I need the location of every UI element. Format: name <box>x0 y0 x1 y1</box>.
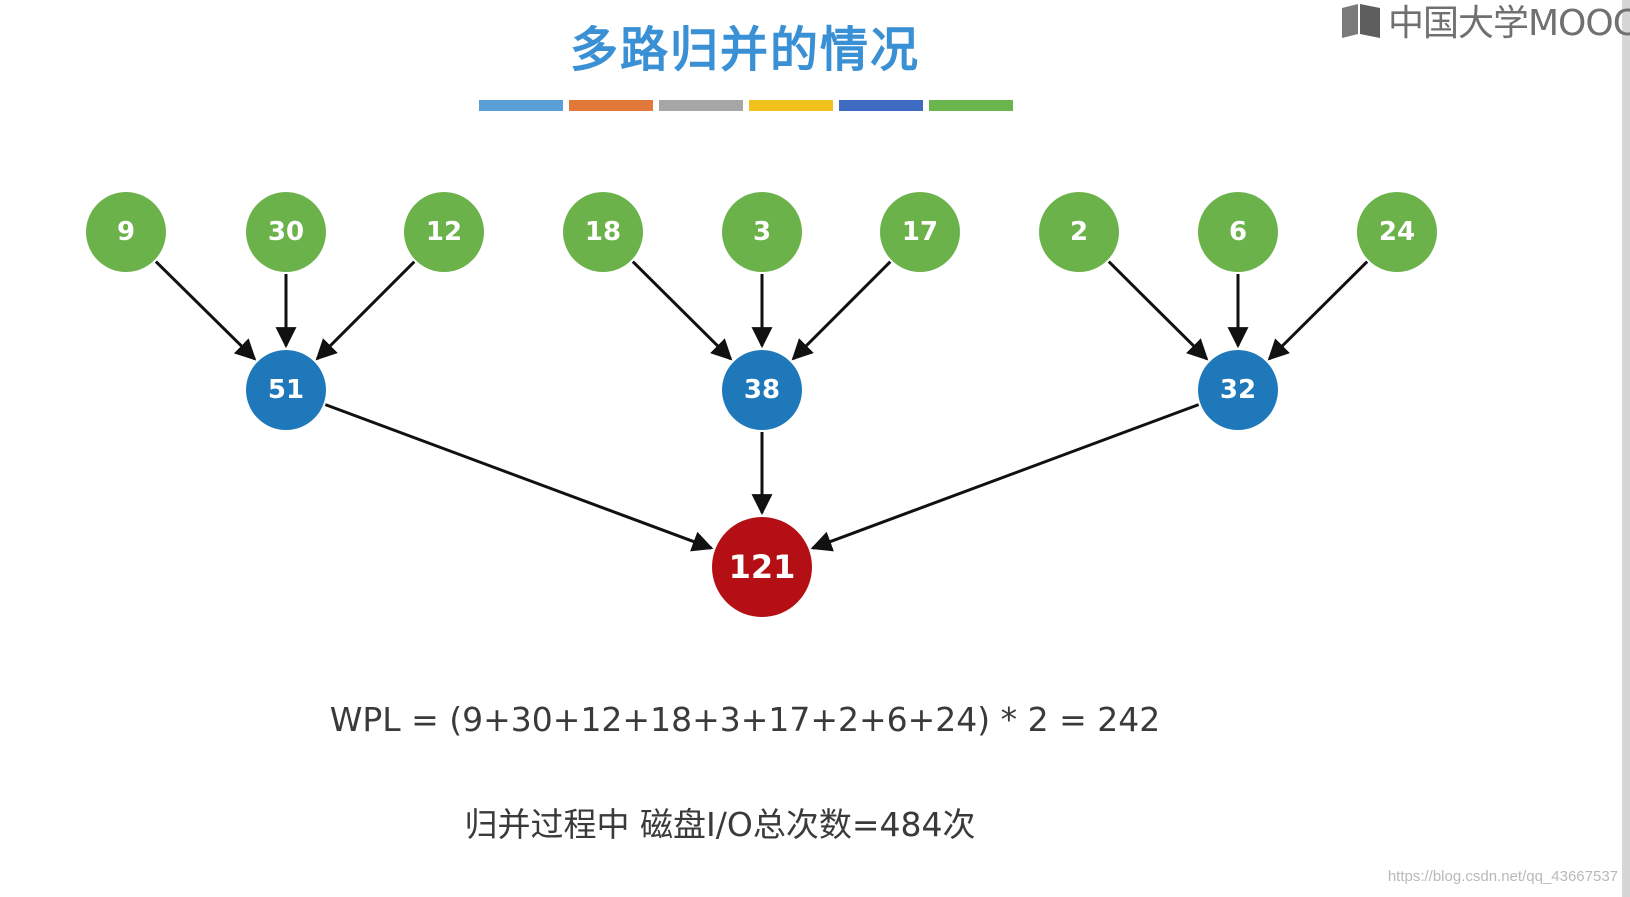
leaf-node-label: 17 <box>902 217 938 247</box>
color-bar-segment <box>659 100 743 111</box>
tree-edge-arrow <box>810 403 1200 552</box>
disk-io-note: 归并过程中 磁盘I/O总次数=484次 <box>464 805 976 844</box>
leaf-node-label: 9 <box>117 217 135 247</box>
internal-node-label: 51 <box>268 375 304 405</box>
tree-edge-arrow <box>154 260 257 361</box>
root-node-circle <box>712 517 812 617</box>
internal-node-label: 38 <box>744 375 780 405</box>
leaf-node-circle <box>1198 192 1278 272</box>
logo-text: 中国大学MOOC <box>1388 3 1630 44</box>
tree-edge-arrow <box>791 260 892 361</box>
root-node-label: 121 <box>729 548 796 586</box>
leaf-node-circle <box>880 192 960 272</box>
tree-edge-arrow <box>324 403 714 552</box>
internal-node: 32 <box>1198 350 1278 430</box>
mooc-logo: 中国大学MOOC <box>1340 0 1630 46</box>
internal-node-circle <box>1198 350 1278 430</box>
internal-node-label: 32 <box>1220 375 1256 405</box>
leaf-node-label: 6 <box>1229 217 1247 247</box>
leaf-node-circle <box>404 192 484 272</box>
internal-node: 51 <box>246 350 326 430</box>
leaf-node: 9 <box>86 192 166 272</box>
book-logo-icon <box>1342 4 1380 38</box>
leaf-node: 18 <box>563 192 643 272</box>
leaf-node-label: 24 <box>1379 217 1415 247</box>
root-node: 121 <box>712 517 812 617</box>
leaf-node: 12 <box>404 192 484 272</box>
leaf-node-label: 18 <box>585 217 621 247</box>
internal-node-circle <box>722 350 802 430</box>
leaf-node-label: 3 <box>753 217 771 247</box>
leaf-node: 30 <box>246 192 326 272</box>
watermark: https://blog.csdn.net/qq_43667537 <box>1387 868 1618 885</box>
internal-node: 38 <box>722 350 802 430</box>
color-bar-segment <box>479 100 563 111</box>
internal-node-circle <box>246 350 326 430</box>
leaf-node: 2 <box>1039 192 1119 272</box>
leaf-node: 6 <box>1198 192 1278 272</box>
leaf-node-circle <box>1357 192 1437 272</box>
right-edge-strip <box>1622 0 1630 897</box>
leaf-node-circle <box>722 192 802 272</box>
leaf-node-circle <box>246 192 326 272</box>
color-bar-segment <box>839 100 923 111</box>
tree-edge-arrow <box>631 260 733 361</box>
slide-title: 多路归并的情况 <box>569 22 920 78</box>
leaf-node: 3 <box>722 192 802 272</box>
tree-edge-arrow <box>1267 260 1369 361</box>
color-bar-segment <box>569 100 653 111</box>
leaf-node: 17 <box>880 192 960 272</box>
leaf-node-circle <box>86 192 166 272</box>
leaf-node: 24 <box>1357 192 1437 272</box>
tree-edge-arrow <box>315 260 416 361</box>
leaf-node-circle <box>1039 192 1119 272</box>
leaf-node-circle <box>563 192 643 272</box>
wpl-formula: WPL = (9+30+12+18+3+17+2+6+24) * 2 = 242 <box>329 700 1161 739</box>
color-bar-segment <box>749 100 833 111</box>
color-bar-segment <box>929 100 1013 111</box>
leaf-node-label: 12 <box>426 217 462 247</box>
tree-edge-arrow <box>1107 260 1209 361</box>
title-color-bar <box>479 100 1013 111</box>
leaf-node-label: 2 <box>1070 217 1088 247</box>
leaf-node-label: 30 <box>268 217 304 247</box>
